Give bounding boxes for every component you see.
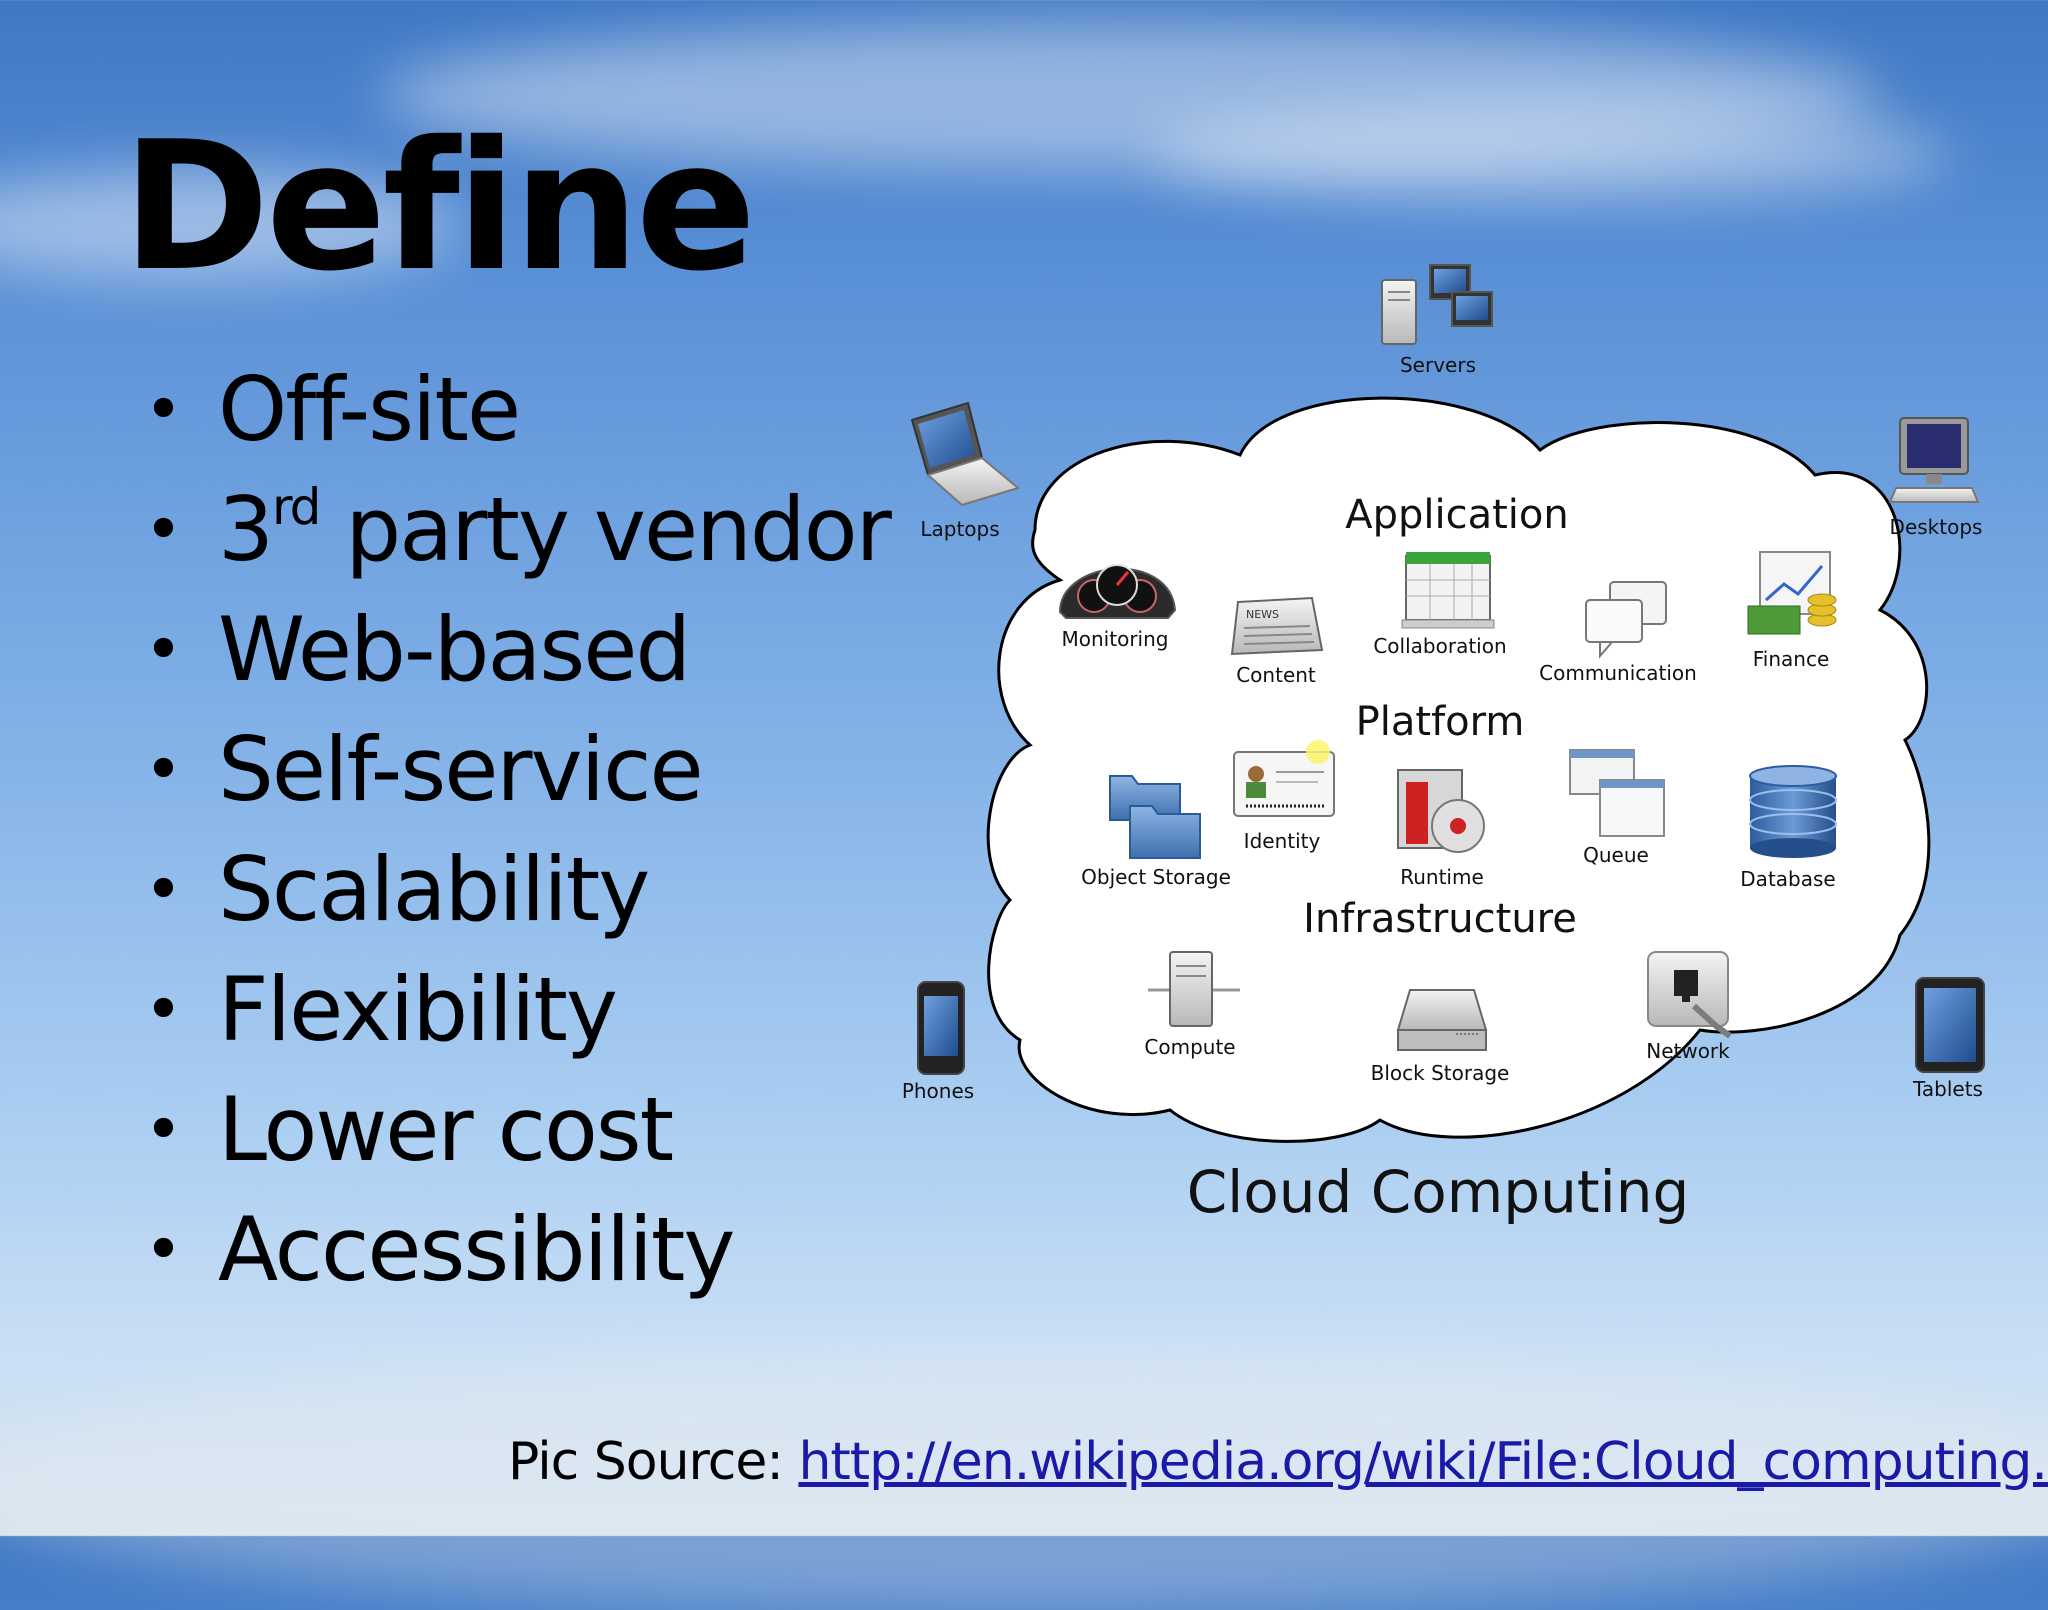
source-link[interactable]: http://en.wikipedia.org/wiki/File:Cloud_… [798,1432,2048,1492]
desktop-icon [1888,417,1980,503]
label-collaboration: Collaboration [1373,634,1506,658]
layer-infrastructure: Infrastructure [1303,896,1577,942]
cloud-streak [380,20,1880,170]
bullet-item: •Flexibility [140,950,890,1070]
database-icon [1749,765,1837,858]
gauge-icon [1058,564,1177,619]
label-queue: Queue [1583,843,1649,867]
bullet-dot: • [144,611,183,688]
cloud-streak [1150,110,1950,200]
bullet-dot: • [144,371,183,448]
window-stack-icon [1569,749,1665,837]
bullet-item: •Off-site [140,350,890,470]
label-network: Network [1646,1039,1730,1063]
slide-title: Define [122,103,756,310]
newspaper-icon: NEWS [1230,596,1324,656]
label-tablets: Tablets [1912,1077,1983,1101]
money-chart-icon [1747,551,1837,635]
laptop-icon [910,401,1021,507]
label-compute: Compute [1144,1035,1235,1059]
network-jack-icon [1647,951,1732,1039]
id-card-icon [1233,740,1335,817]
label-monitoring: Monitoring [1062,627,1169,651]
bullet-item: •Lower cost [140,1070,890,1190]
label-phones: Phones [902,1079,974,1103]
bullet-item: •Web-based [140,590,890,710]
label-finance: Finance [1753,647,1830,671]
phone-icon [917,981,965,1075]
cloud-streak [0,170,460,280]
label-runtime: Runtime [1400,865,1484,889]
layer-platform: Platform [1356,699,1525,745]
speech-bubbles-icon [1585,581,1667,659]
bullet-item: •Accessibility [140,1190,890,1310]
hard-drive-icon [1396,989,1488,1051]
bullet-dot: • [144,851,183,928]
svg-text:NEWS: NEWS [1246,608,1279,621]
label-object-storage: Object Storage [1081,865,1231,889]
label-servers: Servers [1400,353,1476,377]
bullet-dot: • [144,491,183,568]
bullet-list: •Off-site •3rd party vendor •Web-based •… [140,350,892,1310]
cloud-computing-diagram: Application Platform Infrastructure Serv… [902,264,1985,1226]
disc-box-icon [1397,769,1485,853]
bullet-item: •Self-service [140,710,890,830]
label-desktops: Desktops [1890,515,1983,539]
label-content: Content [1236,663,1316,687]
calendar-icon [1401,552,1495,629]
label-communication: Communication [1539,661,1697,685]
bullet-dot: • [144,1091,183,1168]
layer-application: Application [1345,492,1569,538]
folders-icon [1109,775,1201,859]
tablet-icon [1915,977,1985,1073]
bullet-dot: • [144,731,183,808]
bullet-dot: • [144,1211,183,1288]
label-block-storage: Block Storage [1371,1061,1510,1085]
diagram-caption: Cloud Computing [1187,1158,1690,1226]
server-icon [1381,264,1493,345]
label-identity: Identity [1244,829,1321,853]
label-laptops: Laptops [920,517,999,541]
bullet-item: •Scalability [140,830,890,950]
source-label: Pic Source: [508,1432,784,1492]
bullet-item: •3rd party vendor [140,470,892,590]
bullet-dot: • [144,971,183,1048]
label-database: Database [1740,867,1835,891]
picture-source: Pic Source: http://en.wikipedia.org/wiki… [508,1432,2048,1492]
tower-server-icon [1148,951,1240,1027]
